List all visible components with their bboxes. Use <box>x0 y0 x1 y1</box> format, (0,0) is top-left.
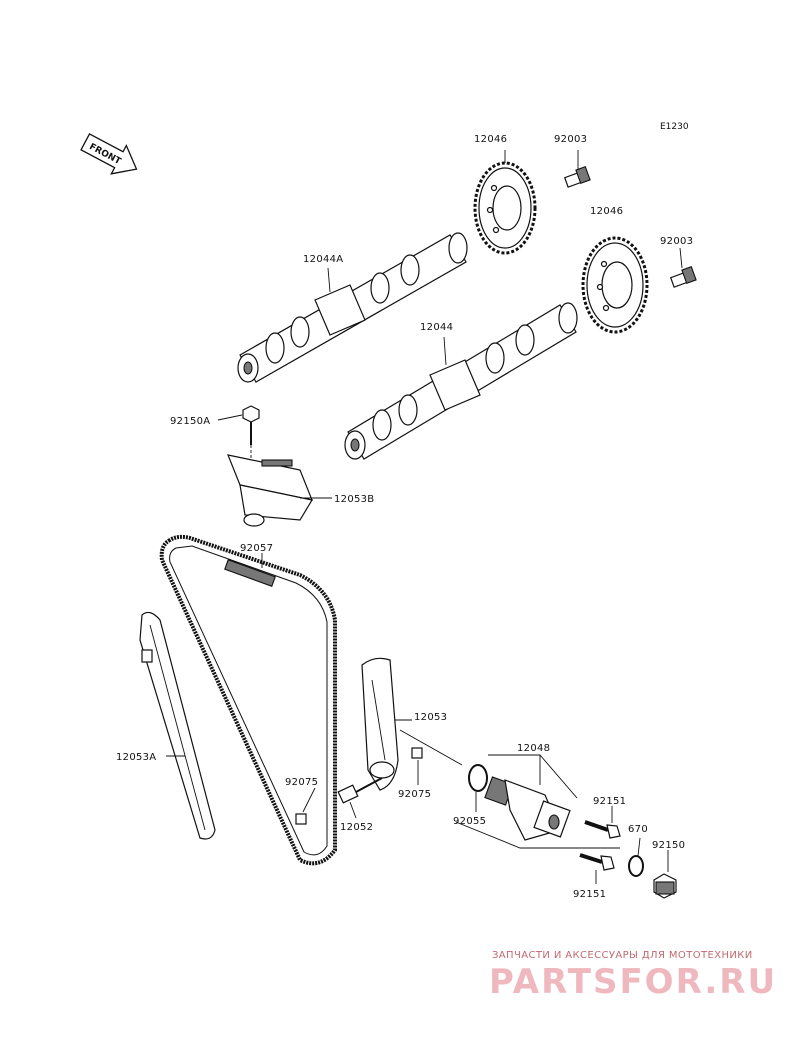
cam-sprocket-a <box>473 161 537 255</box>
tensioner-bolt-bottom <box>579 853 615 871</box>
label-tensioner-bolt-bottom: 92151 <box>573 889 606 900</box>
pivot-bolt <box>337 777 383 804</box>
label-pivot-bolt: 12052 <box>340 822 373 833</box>
diagram-code: E1230 <box>660 122 689 132</box>
tensioner-bolt-top <box>584 820 621 839</box>
label-collar-left: 92075 <box>285 777 318 788</box>
label-oring: 92055 <box>453 816 486 827</box>
tensioner-plug <box>653 873 677 899</box>
front-arrow-icon: FRONT <box>80 133 138 175</box>
oring <box>468 764 488 792</box>
camshaft-exhaust <box>237 232 468 383</box>
chain-tensioner <box>484 776 571 841</box>
collar-right <box>411 747 423 759</box>
label-bolt-a: 92003 <box>554 134 587 145</box>
label-tensioner-bolt-top: 92151 <box>593 796 626 807</box>
label-washer: 670 <box>628 824 648 835</box>
chain-guide-front <box>139 611 216 840</box>
label-plug: 92150 <box>652 840 685 851</box>
chain-guide-upper <box>227 454 313 527</box>
collar-left <box>295 813 307 825</box>
label-bolt-b: 92003 <box>660 236 693 247</box>
camshaft-intake <box>344 302 578 460</box>
watermark-tagline: ЗАПЧАСТИ И АКСЕССУАРЫ ДЛЯ МОТОТЕХНИКИ <box>492 950 753 961</box>
label-guide-rear: 12053 <box>414 712 447 723</box>
label-guide-front: 12053A <box>116 752 156 763</box>
label-chain: 92057 <box>240 543 273 554</box>
cam-chain <box>159 534 337 866</box>
sprocket-bolt-b <box>669 266 697 288</box>
washer <box>628 855 644 877</box>
sprocket-bolt-a <box>563 166 591 188</box>
label-guide-upper: 12053B <box>334 494 374 505</box>
label-collar-right: 92075 <box>398 789 431 800</box>
label-camshaft-intake: 12044 <box>420 322 453 333</box>
label-sprocket-b: 12046 <box>590 206 623 217</box>
label-camshaft-exhaust: 12044A <box>303 254 343 265</box>
chain-guide-rear <box>361 657 399 791</box>
watermark-logo: PARTSFOR.RU <box>489 962 778 1002</box>
label-guide-bolt: 92150A <box>170 416 210 427</box>
label-sprocket-a: 12046 <box>474 134 507 145</box>
cam-sprocket-b <box>581 236 649 334</box>
label-tensioner: 12048 <box>517 743 550 754</box>
